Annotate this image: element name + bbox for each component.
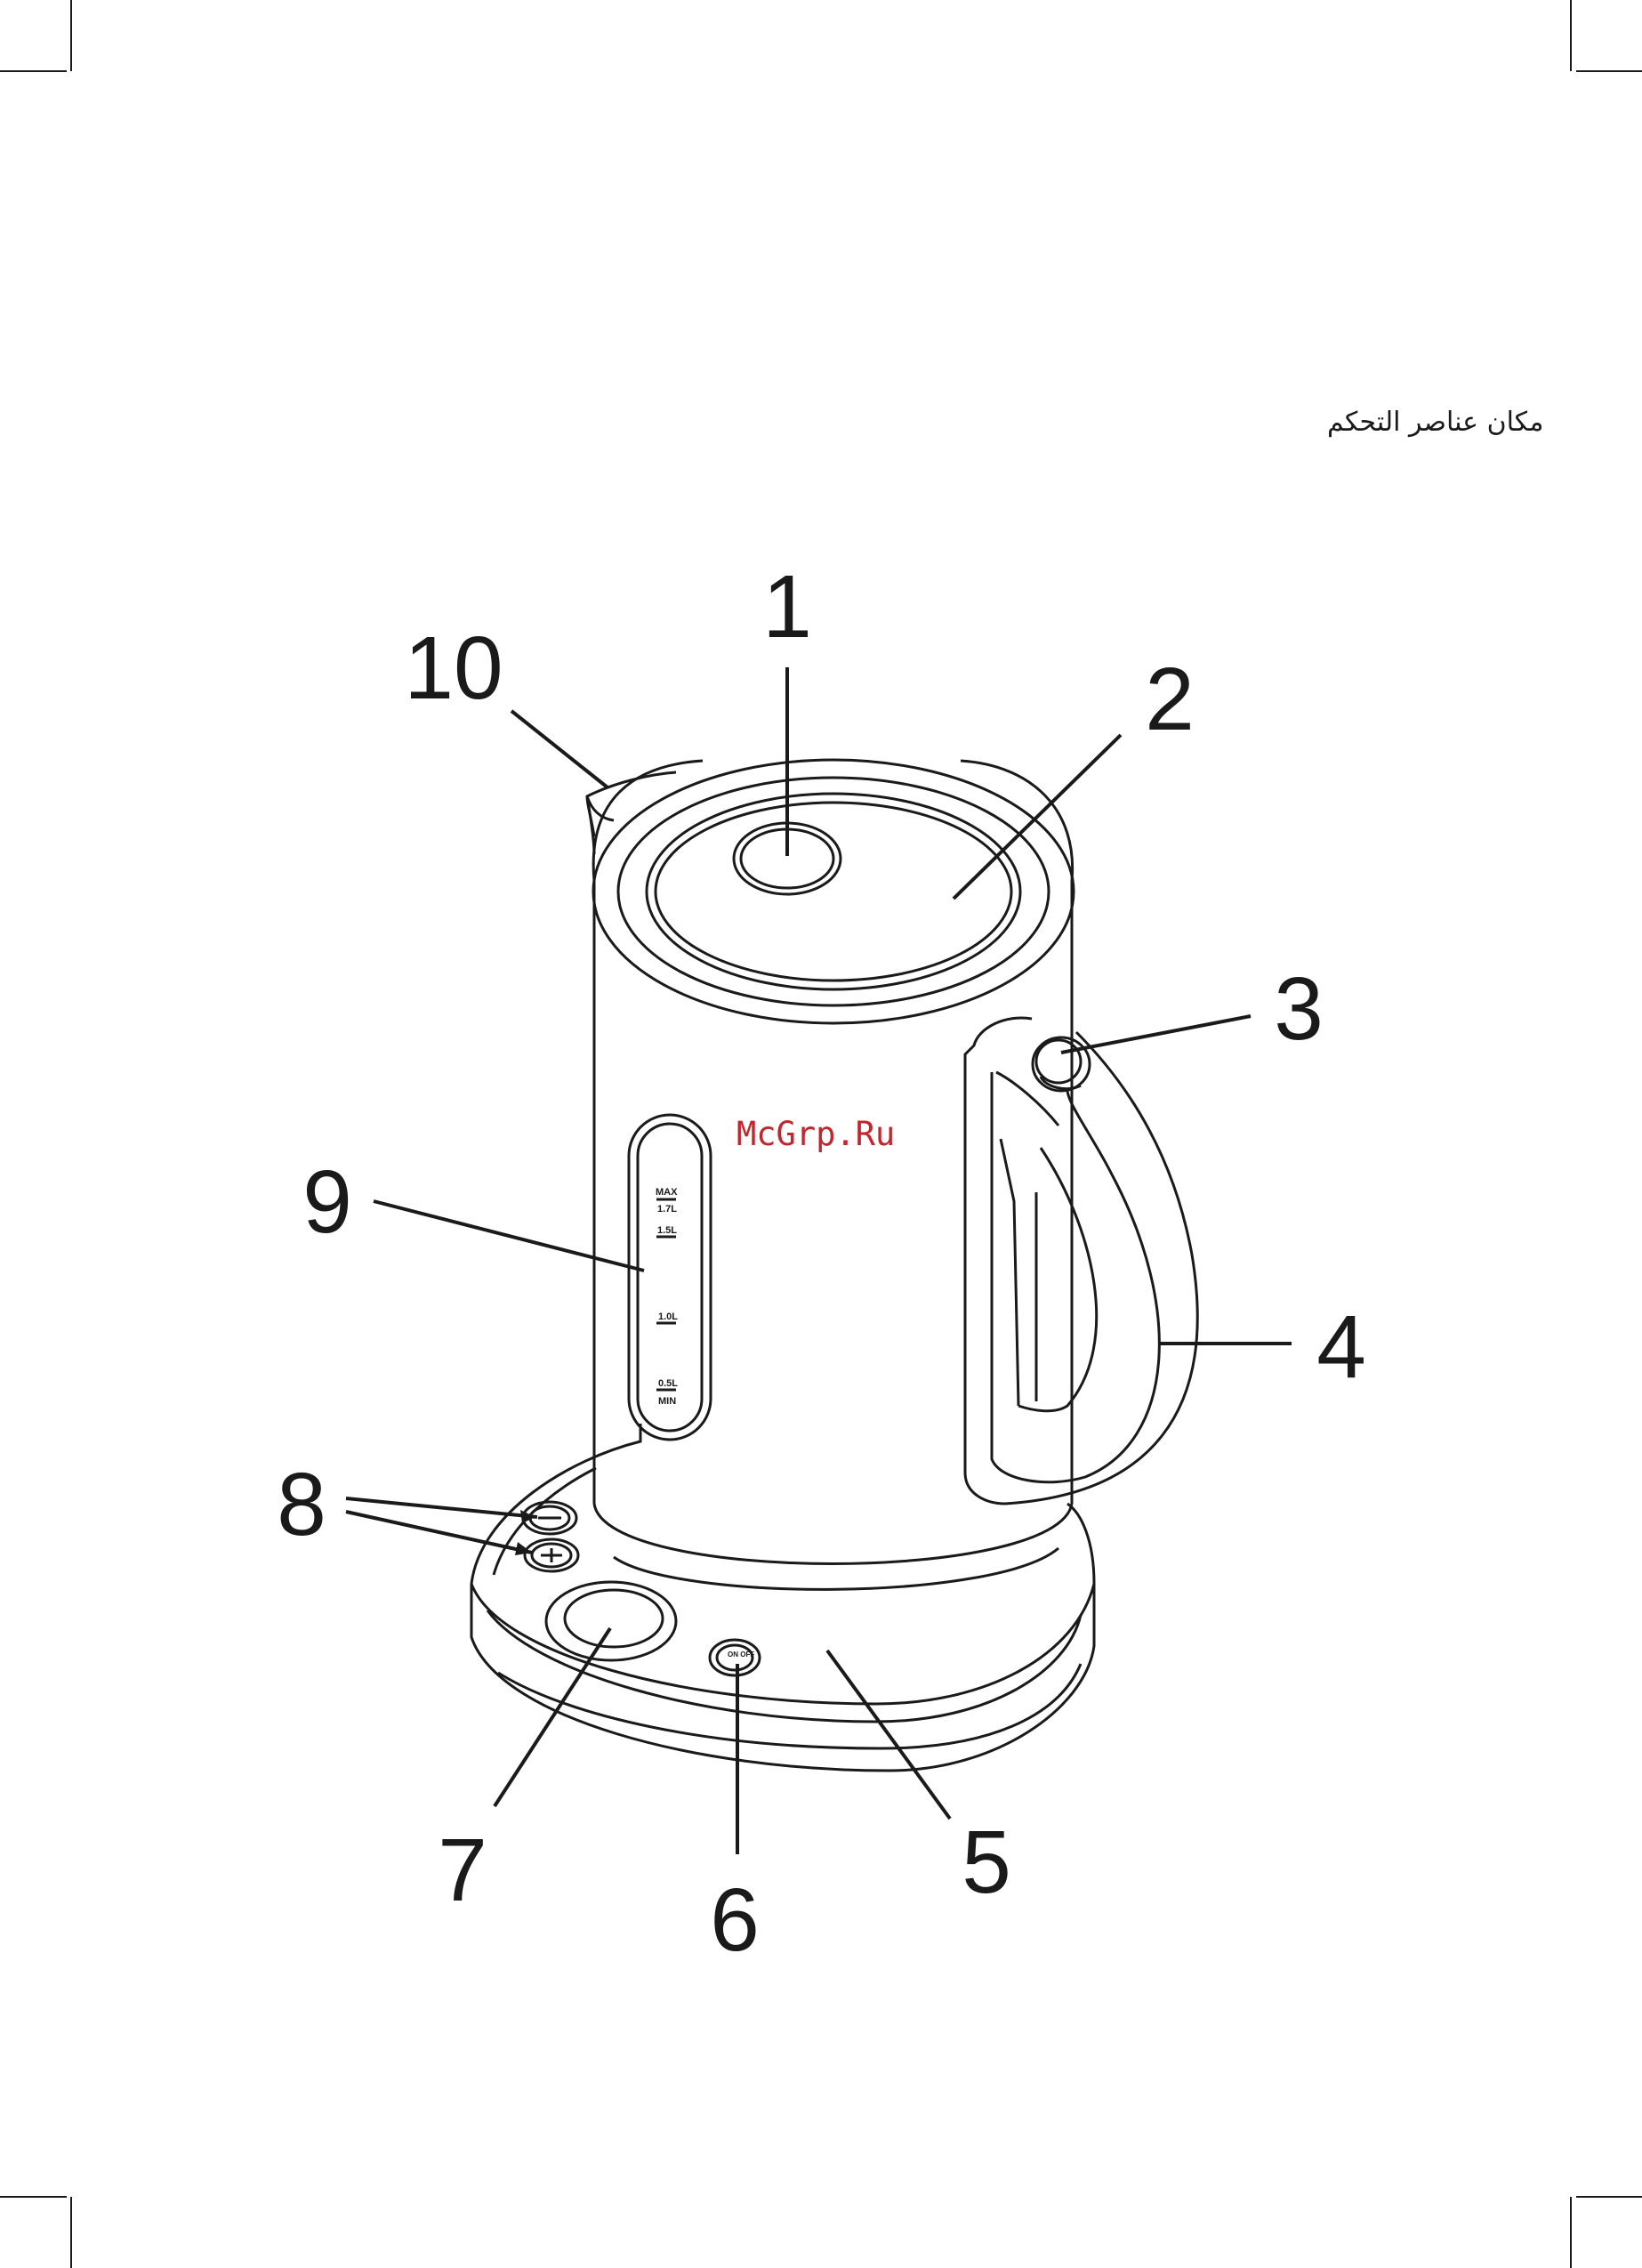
gauge-min: MIN (658, 1396, 676, 1407)
gauge-max: MAX (656, 1187, 678, 1198)
handle (965, 1018, 1197, 1504)
gauge-05: 0.5L (658, 1378, 678, 1389)
callout-5: 5 (962, 1812, 1011, 1912)
callout-3: 3 (1274, 959, 1324, 1059)
display-panel (546, 1582, 676, 1660)
gauge-10: 1.0L (658, 1312, 678, 1322)
gauge-17: 1.7L (657, 1204, 677, 1215)
gauge-15: 1.5L (657, 1225, 677, 1236)
callout-8: 8 (277, 1455, 326, 1554)
water-level-window (629, 1115, 711, 1440)
callout-1: 1 (762, 557, 812, 657)
page-heading: مكان عناصر التحكم (1327, 407, 1543, 438)
callout-numbers: 1 2 3 4 5 6 7 8 9 10 (277, 557, 1366, 1970)
callout-7: 7 (438, 1820, 487, 1920)
lid (593, 760, 1074, 1023)
callout-6: 6 (710, 1870, 760, 1970)
spout (587, 772, 676, 854)
leader-lines (346, 667, 1292, 1854)
gauge-labels: MAX 1.7L 1.5L 1.0L 0.5L MIN (656, 1187, 678, 1407)
kettle-body (593, 761, 1072, 1589)
callout-2: 2 (1145, 650, 1195, 749)
handle-power-switch (1033, 1037, 1090, 1091)
callout-9: 9 (302, 1152, 352, 1252)
callout-10: 10 (404, 618, 503, 718)
watermark: McGrp.Ru (736, 1115, 895, 1153)
kettle-drawing (346, 667, 1292, 1854)
callout-4: 4 (1316, 1297, 1366, 1397)
on-off-label: ON OFF (728, 1651, 754, 1659)
base-station (471, 1424, 1094, 1771)
temperature-buttons (523, 1502, 578, 1571)
